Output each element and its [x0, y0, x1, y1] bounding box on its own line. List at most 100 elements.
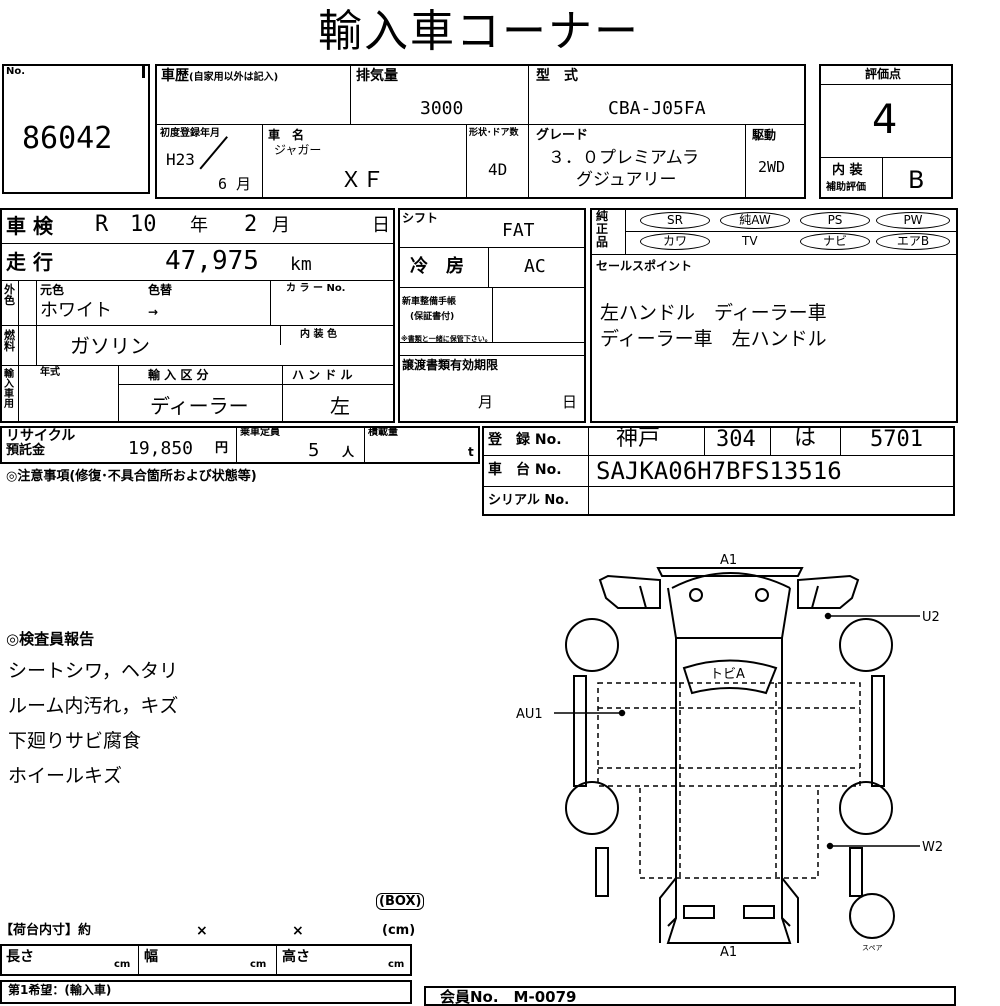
recolor-label: 色替 [148, 283, 173, 297]
equip-sr: SR [640, 212, 710, 229]
member-label: 会員No. M-0079 [440, 988, 577, 1006]
handle-label: ハ ン ド ル [292, 368, 353, 382]
width-unit: cm [250, 959, 267, 970]
reg-number: 5701 [870, 427, 923, 452]
diagram-top-mark: A1 [720, 553, 737, 568]
shift-label: シフト [402, 211, 439, 225]
reg-class: 304 [716, 427, 756, 452]
no-label: No. [6, 66, 26, 77]
length-label: 長さ [6, 949, 34, 965]
equip-navi: ナビ [800, 233, 870, 250]
reg-kana: は [794, 426, 817, 451]
shaken-month-unit: 月 [272, 215, 290, 236]
cargo-unit: (cm) [382, 923, 416, 938]
drive-value: 2WD [758, 158, 786, 176]
capacity-value: 5 [308, 440, 320, 461]
lot-number: 86042 [22, 121, 113, 156]
diagram-spare-label: スペア [862, 944, 883, 952]
grade-line1: ３．０プレミアムラ [548, 148, 699, 168]
inspector-line-1: シートシワ，ヘタリ [8, 660, 179, 682]
lot-no-box [2, 64, 150, 194]
equipment-label: 純正品 [596, 209, 609, 249]
recycle-amount: 19,850 [128, 438, 194, 459]
interior-label: 内 装 [832, 163, 863, 178]
shaken-year: 10 [130, 212, 157, 237]
manual-note: ※書類と一緒に保管下さい。 [401, 335, 492, 343]
width-label: 幅 [144, 949, 158, 965]
displacement-value: 3000 [420, 98, 464, 119]
docs-day-unit: 日 [562, 393, 578, 411]
displacement-label: 排気量 [356, 68, 398, 84]
shaken-era: R [95, 212, 109, 237]
diagram-au1-mark: AU1 [516, 707, 543, 722]
handle-value: 左 [330, 394, 350, 418]
manual-label: 新車整備手帳 [402, 297, 457, 307]
docs-month-unit: 月 [478, 393, 494, 411]
history-label: 車歴 [161, 68, 189, 84]
cargo-dims-box [0, 944, 412, 976]
color-value: ホワイト [40, 300, 112, 321]
equip-leather: カワ [640, 233, 710, 250]
import-class-value: ディーラー [150, 394, 249, 418]
interior-color-label: 内 装 色 [300, 329, 337, 340]
box-mark: (BOX) [376, 893, 425, 910]
recycle-box [0, 426, 480, 464]
history-note: (自家用以外は記入) [189, 72, 279, 83]
interior-sub-label: 補助評価 [826, 182, 866, 193]
recycle-yen: 円 [215, 441, 229, 456]
cargo-times-2: × [292, 923, 304, 939]
reg-area: 神戸 [616, 426, 661, 451]
mileage-unit: km [290, 254, 312, 275]
car-damage-diagram: A1 A1 U2 W2 AU1 トビA スペア [516, 553, 943, 960]
notes-label: ◎注意事項(修復･不具合箇所および状態等) [6, 469, 257, 484]
recycle-label: リサイクル [6, 428, 76, 444]
load-label: 積載量 [368, 427, 398, 438]
no-tick [142, 64, 145, 78]
serial-label: シリアル No. [488, 493, 570, 508]
capacity-unit: 人 [342, 445, 355, 459]
model-code: CBA-J05FA [608, 98, 706, 119]
fuel-label: 燃料 [4, 329, 15, 353]
equip-airbag: エアB [876, 233, 950, 250]
load-unit: t [468, 445, 474, 459]
model-year-label: 年式 [40, 367, 60, 378]
mileage-value: 47,975 [165, 246, 259, 276]
recycle-label-2: 預託金 [6, 443, 46, 458]
registration-box [482, 426, 955, 516]
shaken-label: 車 検 [6, 214, 53, 238]
shaken-day-unit: 日 [372, 215, 390, 236]
color-no-label: カ ラ ー No. [286, 283, 346, 294]
cargo-times-1: × [196, 923, 208, 939]
equip-tv: TV [742, 234, 758, 248]
car-maker: ジャガー [274, 143, 322, 157]
diagram-roof-label: トビA [710, 667, 745, 682]
doors-value: 4D [488, 160, 508, 179]
diagram-w2-mark: W2 [922, 840, 943, 855]
score-value: 4 [872, 97, 898, 143]
length-unit: cm [114, 959, 131, 970]
inspector-line-3: 下廻りサビ腐食 [8, 730, 142, 752]
import-class-label: 輸 入 区 分 [148, 368, 209, 382]
score-box [819, 64, 953, 199]
grade-line2: グジュアリー [576, 170, 677, 190]
shaken-month: 2 [244, 212, 258, 237]
shift-box [398, 208, 586, 423]
shaken-year-unit: 年 [190, 215, 208, 236]
fuel-value: ガソリン [70, 334, 150, 358]
interior-grade: B [908, 166, 925, 194]
diagram-u2-mark: U2 [922, 610, 940, 625]
inspector-title: ◎検査員報告 [6, 630, 95, 648]
manual-sub: (保証書付) [410, 312, 455, 322]
capacity-label: 乗車定員 [240, 427, 280, 438]
equipment-box [590, 208, 958, 423]
score-label: 評価点 [865, 67, 902, 81]
first-reg-label: 初度登録年月 [160, 128, 220, 139]
vehicle-info-box [155, 64, 806, 199]
chassis-number: SAJKA06H7BFS13516 [596, 457, 842, 485]
grade-label: グレード [536, 128, 589, 143]
equip-alloy: 純AW [720, 212, 790, 229]
shift-value: FAT [502, 220, 535, 241]
height-unit: cm [388, 959, 405, 970]
diagram-bottom-mark: A1 [720, 945, 737, 960]
first-reg-year: H23 [166, 150, 195, 169]
